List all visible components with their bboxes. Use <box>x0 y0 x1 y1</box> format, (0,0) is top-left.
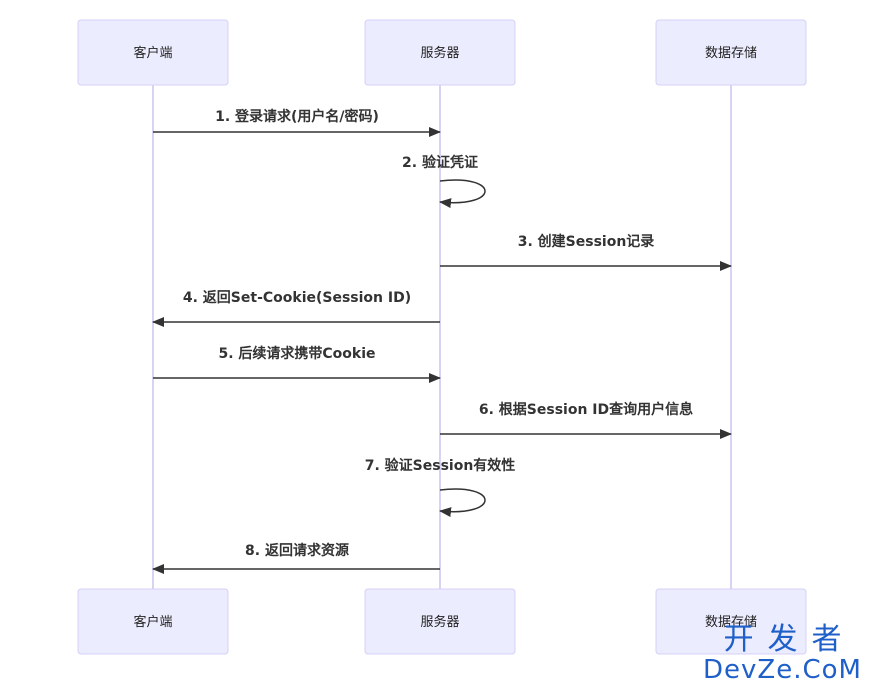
message-3: 3. 创建Session记录 <box>440 233 732 271</box>
lifelines <box>152 85 732 589</box>
message-8-label: 8. 返回请求资源 <box>245 542 349 559</box>
message-5-label: 5. 后续请求携带Cookie <box>218 345 375 362</box>
actor-server-label: 服务器 <box>420 45 459 61</box>
message-7: 7. 验证Session有效性 <box>365 457 516 518</box>
message-8: 8. 返回请求资源 <box>152 542 440 574</box>
message-7-arrow <box>439 488 486 518</box>
actor-store-label: 数据存储 <box>705 46 757 61</box>
actor-client-top: 客户端 <box>77 19 229 86</box>
message-5: 5. 后续请求携带Cookie <box>153 345 441 383</box>
message-2-arrow <box>439 179 486 209</box>
message-1-label: 1. 登录请求(用户名/密码) <box>215 108 379 125</box>
message-6-label: 6. 根据Session ID查询用户信息 <box>479 401 693 418</box>
message-1: 1. 登录请求(用户名/密码) <box>153 108 441 137</box>
message-4: 4. 返回Set-Cookie(Session ID) <box>152 289 440 327</box>
actors-bottom: 客户端 服务器 数据存储 <box>77 588 807 655</box>
actor-store-top: 数据存储 <box>655 19 807 86</box>
messages: 1. 登录请求(用户名/密码) 2. 验证凭证 3. 创建Session记录 4… <box>152 108 732 574</box>
message-3-label: 3. 创建Session记录 <box>518 233 655 250</box>
actors-top: 客户端 服务器 数据存储 <box>77 19 807 86</box>
message-2: 2. 验证凭证 <box>402 154 486 209</box>
watermark-line-1: 开发者 <box>723 622 856 657</box>
message-7-label: 7. 验证Session有效性 <box>365 457 516 474</box>
actor-client-label: 客户端 <box>133 614 172 630</box>
watermark-line-2: DevZe.CoM <box>703 655 862 685</box>
actor-server-label: 服务器 <box>420 614 459 630</box>
message-6: 6. 根据Session ID查询用户信息 <box>440 401 732 439</box>
actor-store-bottom: 数据存储 <box>655 588 807 655</box>
actor-server-top: 服务器 <box>364 19 516 86</box>
message-4-label: 4. 返回Set-Cookie(Session ID) <box>183 289 411 306</box>
actor-server-bottom: 服务器 <box>364 588 516 655</box>
actor-store-label: 数据存储 <box>705 615 757 630</box>
actor-client-label: 客户端 <box>133 45 172 61</box>
watermark-logo: 开发者 DevZe.CoM <box>703 625 862 685</box>
actor-client-bottom: 客户端 <box>77 588 229 655</box>
message-2-label: 2. 验证凭证 <box>402 154 478 171</box>
